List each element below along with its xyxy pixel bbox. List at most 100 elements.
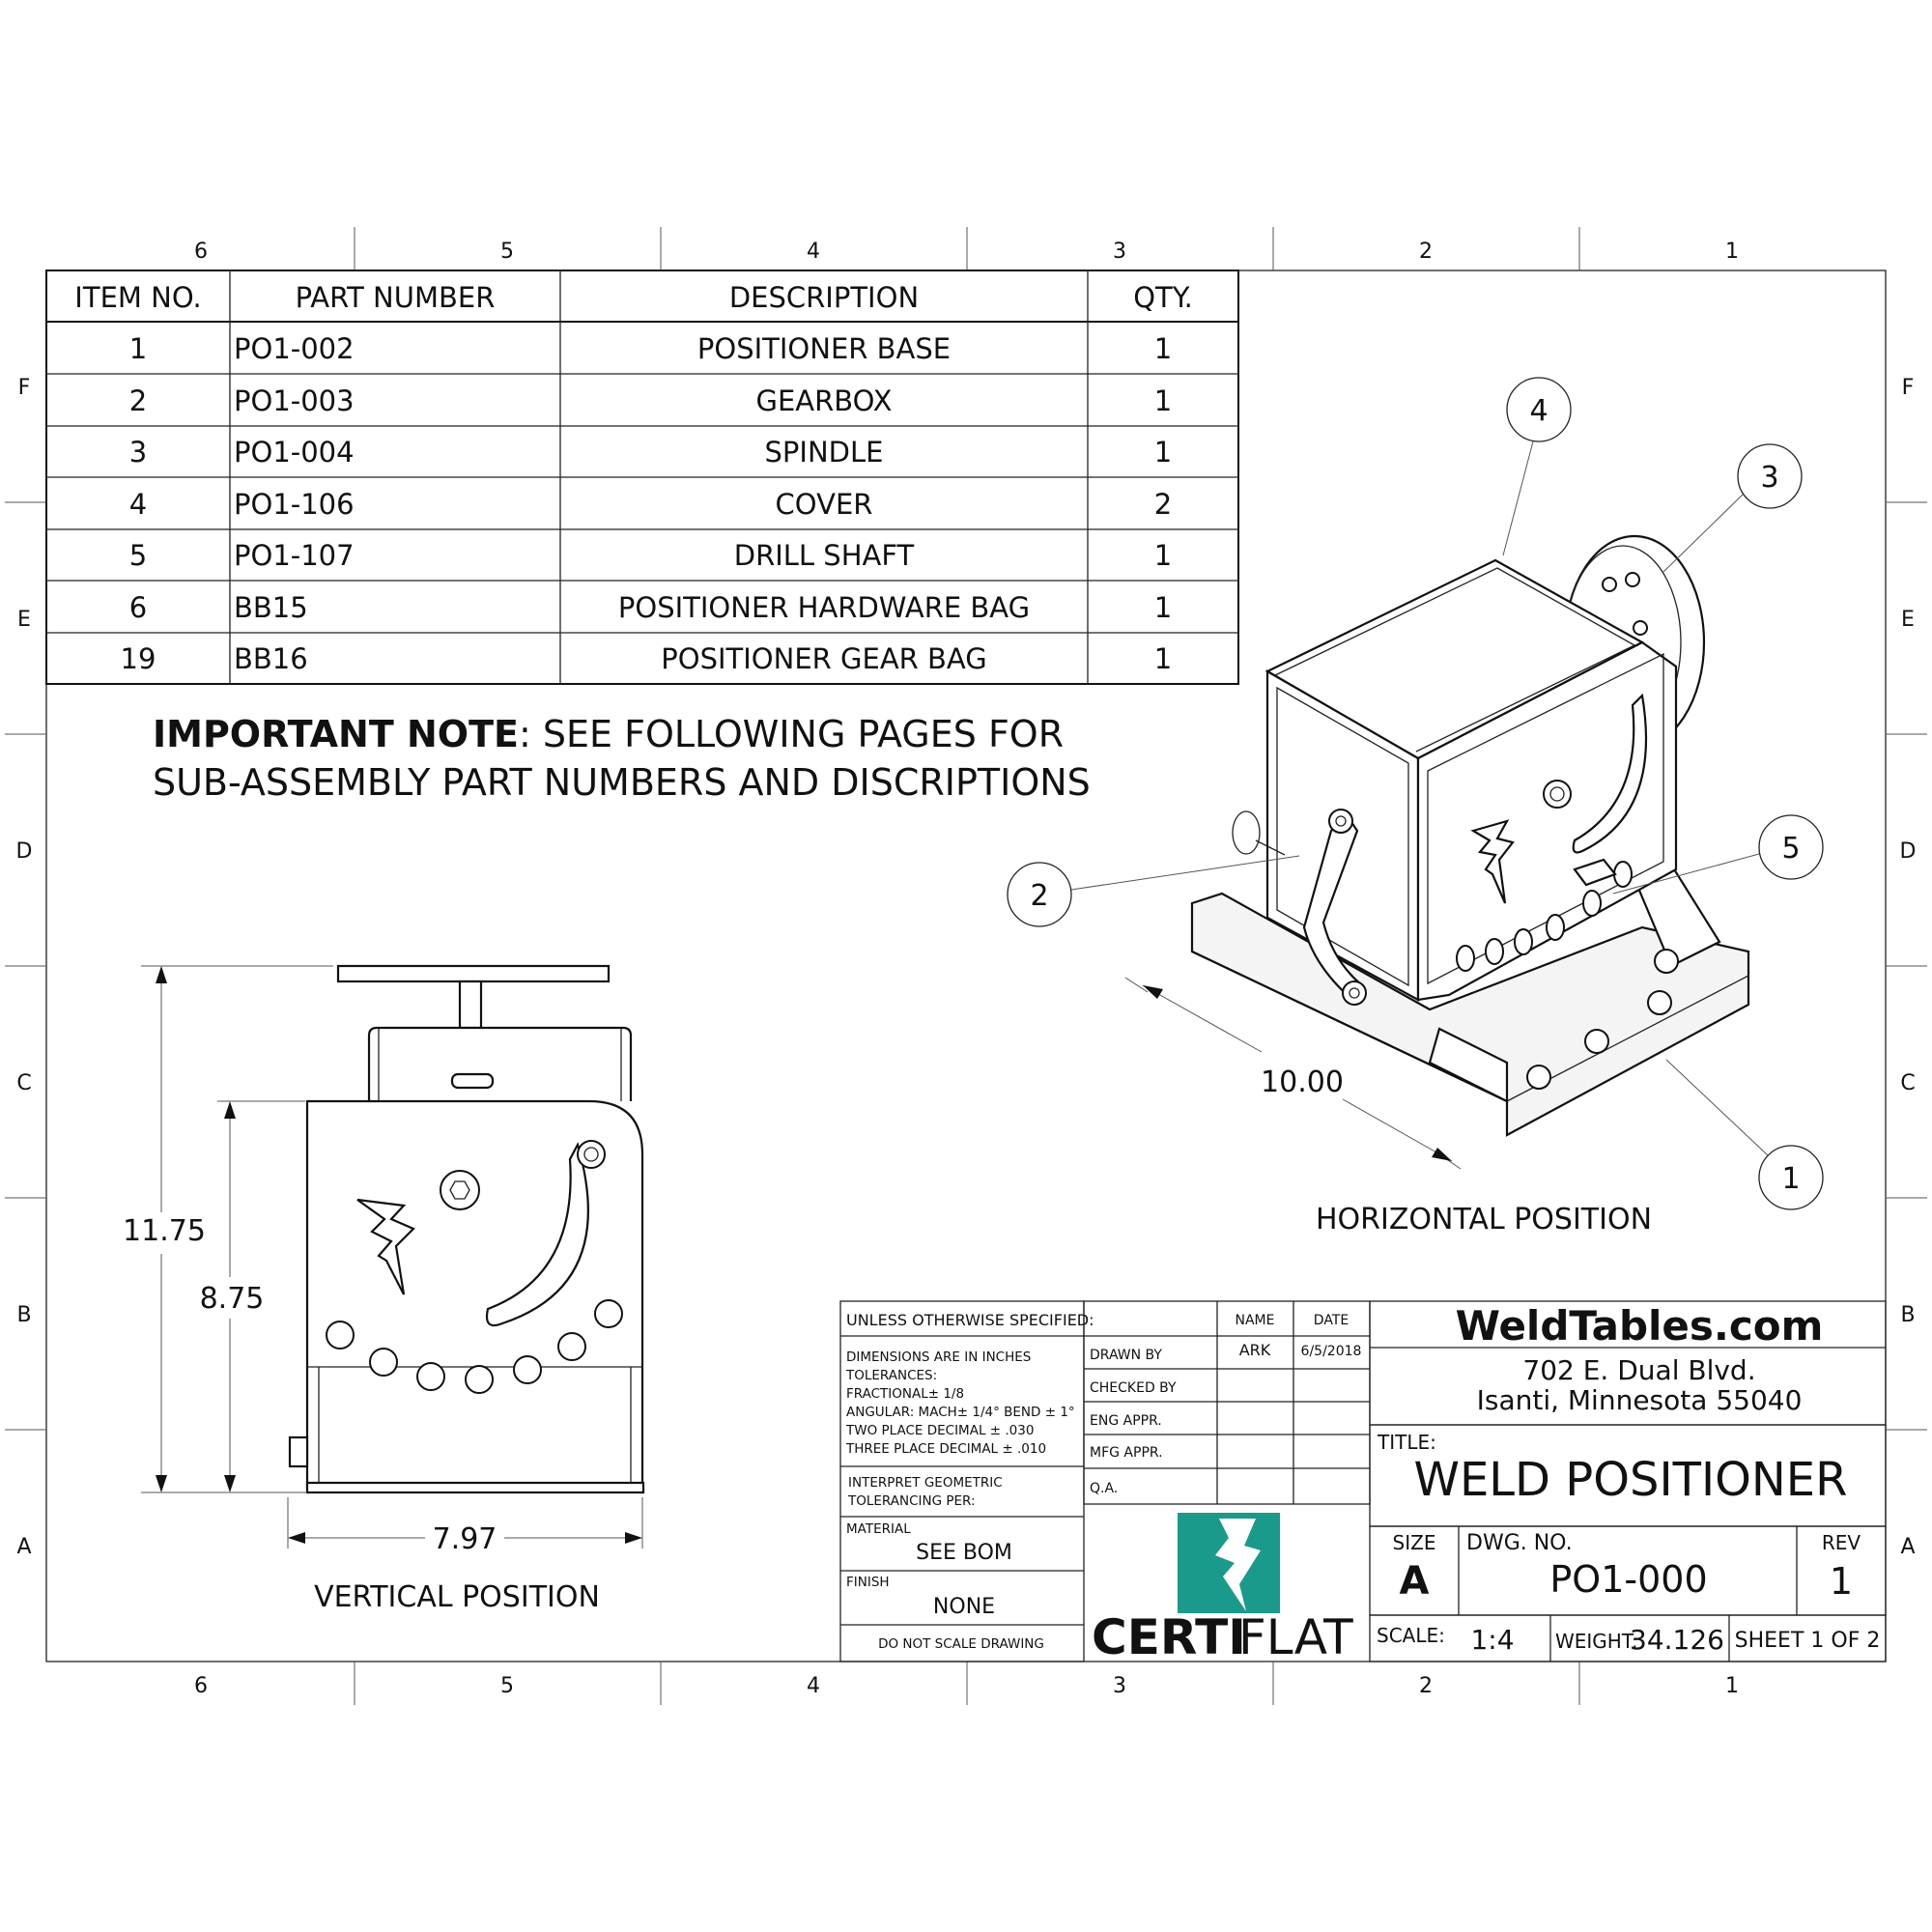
horizontal-position-view: 10.00 1 2 3 4 5 HORIZONTAL POSITION: [1007, 377, 1824, 1236]
certiflat-logo: CERTI FLAT: [1092, 1513, 1353, 1665]
zone-row-left: B: [16, 1303, 31, 1327]
zone-row-right: E: [1901, 608, 1915, 632]
gearbox-upper: [367, 1026, 633, 1101]
title-block: UNLESS OTHERWISE SPECIFIED: DIMENSIONS A…: [839, 1300, 1887, 1665]
size-label: SIZE: [1393, 1531, 1436, 1554]
scale-label: SCALE:: [1377, 1624, 1445, 1647]
zone-col-bottom: 6: [194, 1674, 208, 1698]
bom-item-no: 4: [129, 488, 147, 521]
zone-col-top: 1: [1725, 240, 1739, 264]
dwg-no-value: PO1-000: [1549, 1558, 1707, 1601]
logo-flat: FLAT: [1238, 1609, 1353, 1665]
bom-item-no: 5: [129, 539, 147, 572]
bom-item-no: 19: [121, 642, 156, 675]
bom-description: POSITIONER HARDWARE BAG: [618, 591, 1030, 624]
tol-angular: ANGULAR: MACH± 1/4° BEND ± 1°: [846, 1405, 1075, 1420]
zone-row-left: E: [17, 608, 31, 632]
bom-description: DRILL SHAFT: [734, 539, 915, 572]
zone-row-left: A: [16, 1535, 31, 1559]
mfg-appr-label: MFG APPR.: [1090, 1445, 1163, 1461]
tol-three-place: THREE PLACE DECIMAL ± .010: [845, 1441, 1046, 1457]
zone-row-left: D: [16, 839, 33, 864]
zone-row-left: C: [16, 1071, 31, 1095]
curved-slot: [485, 1142, 589, 1327]
interpret-line1: INTERPRET GEOMETRIC: [848, 1475, 1003, 1491]
bom-description: GEARBOX: [755, 384, 892, 417]
bom-item-no: 6: [129, 591, 147, 624]
svg-text:1: 1: [1781, 1162, 1800, 1196]
svg-text:4: 4: [1529, 394, 1548, 428]
note-bold: IMPORTANT NOTE: [153, 713, 519, 755]
address-line2: Isanti, Minnesota 55040: [1477, 1384, 1803, 1416]
bom-qty: 1: [1154, 539, 1172, 572]
unless-specified: UNLESS OTHERWISE SPECIFIED:: [846, 1311, 1094, 1329]
zone-labels: 6 5 4 3 2 1 6 5 4 3 2 1 F E D C B A F E …: [16, 240, 1917, 1698]
bom-description: SPINDLE: [765, 436, 884, 469]
bom-part-number: PO1-003: [234, 384, 355, 417]
do-not-scale: DO NOT SCALE DRAWING: [878, 1636, 1044, 1652]
dim-length: 10.00: [1261, 1065, 1344, 1099]
bom-header-desc: DESCRIPTION: [729, 281, 919, 314]
bom-description: COVER: [776, 488, 873, 521]
sheet-number: SHEET 1 OF 2: [1735, 1629, 1881, 1653]
spindle-shaft: [458, 980, 483, 1030]
bom-qty: 1: [1154, 436, 1172, 469]
finish-value: NONE: [933, 1595, 995, 1619]
zone-col-bottom: 4: [807, 1674, 820, 1698]
weight-value: 34.126: [1630, 1624, 1724, 1656]
lock-pin: [1232, 810, 1261, 855]
bom-part-number: PO1-004: [234, 436, 355, 469]
zone-row-right: B: [1900, 1303, 1915, 1327]
material-label: MATERIAL: [846, 1521, 911, 1537]
interpret-line2: TOLERANCING PER:: [847, 1493, 976, 1509]
zone-col-top: 2: [1419, 240, 1433, 264]
zone-col-top: 6: [194, 240, 208, 264]
gearbox-right-face: [1416, 640, 1678, 1002]
lightning-logo: [356, 1198, 415, 1295]
balloon-2: 2: [1007, 855, 1300, 927]
dim-width: 7.97: [433, 1522, 497, 1556]
bom-description: POSITIONER BASE: [697, 332, 951, 365]
important-note: IMPORTANT NOTE: SEE FOLLOWING PAGES FOR …: [153, 713, 1091, 804]
zone-row-left: F: [18, 376, 31, 400]
base-flange: [305, 1481, 645, 1494]
weight-label: WEIGHT:: [1555, 1630, 1638, 1653]
drill-shaft: [1573, 858, 1617, 887]
gearbox-body: [305, 1099, 644, 1490]
note-line1: : SEE FOLLOWING PAGES FOR: [519, 713, 1064, 755]
side-knob: [288, 1435, 309, 1468]
note-line2: SUB-ASSEMBLY PART NUMBERS AND DISCRIPTIO…: [153, 761, 1091, 804]
size-value: A: [1400, 1559, 1430, 1604]
zone-row-right: D: [1900, 839, 1917, 864]
slot: [450, 1072, 495, 1090]
balloon-1: 1: [1665, 1059, 1824, 1210]
material-value: SEE BOM: [916, 1541, 1012, 1565]
drawn-by-date: 6/5/2018: [1301, 1344, 1362, 1359]
date-header: DATE: [1314, 1313, 1349, 1328]
vertical-position-view: 11.75 8.75 7.97 VERTICAL POSITION: [123, 964, 645, 1614]
zone-row-right: A: [1900, 1535, 1915, 1559]
bom-qty: 1: [1154, 384, 1172, 417]
bom-qty: 1: [1154, 591, 1172, 624]
eng-appr-label: ENG APPR.: [1090, 1413, 1162, 1429]
spindle-plate: [336, 964, 611, 983]
bom-part-number: PO1-106: [234, 488, 355, 521]
zone-col-bottom: 5: [500, 1674, 514, 1698]
bom-qty: 2: [1154, 488, 1172, 521]
bom-header-item: ITEM NO.: [74, 281, 201, 314]
balloon-5: 5: [1612, 814, 1824, 895]
svg-text:5: 5: [1781, 832, 1800, 866]
checked-by-label: CHECKED BY: [1090, 1380, 1177, 1396]
bom-header-qty: QTY.: [1133, 281, 1193, 314]
scale-value: 1:4: [1470, 1624, 1514, 1656]
company-name: WeldTables.com: [1456, 1302, 1824, 1350]
bom-description: POSITIONER GEAR BAG: [661, 642, 986, 675]
tol-fractional: FRACTIONAL± 1/8: [846, 1386, 964, 1402]
bom-header-part: PART NUMBER: [296, 281, 496, 314]
dim-body-height: 8.75: [200, 1282, 265, 1316]
bom-part-number: PO1-107: [234, 539, 355, 572]
dim-overall-height: 11.75: [123, 1214, 206, 1248]
rev-label: REV: [1822, 1531, 1861, 1554]
zone-col-top: 4: [807, 240, 820, 264]
